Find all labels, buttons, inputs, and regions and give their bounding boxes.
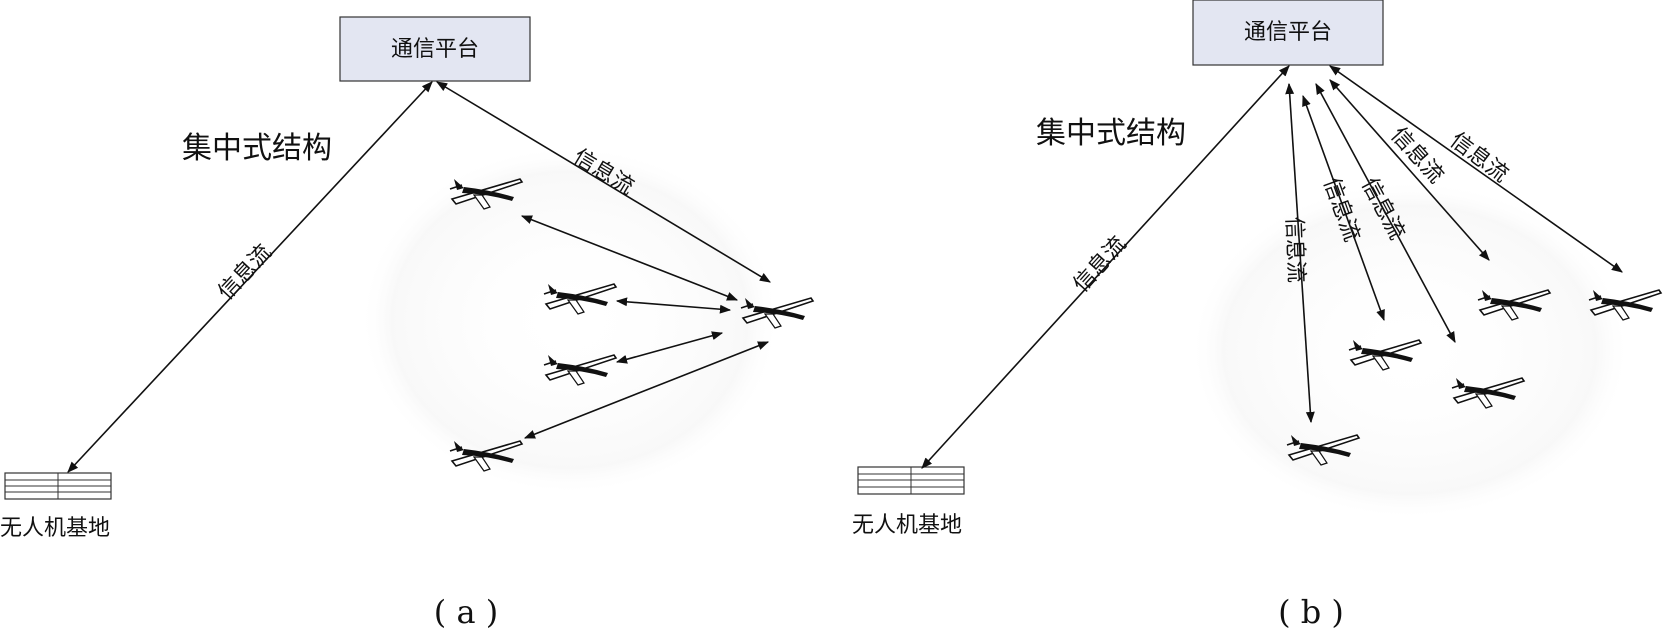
caption-b: ( b ) [1278, 593, 1344, 631]
flow-label-b-1: 信息流 [1069, 232, 1132, 298]
caption-a: ( a ) [434, 593, 498, 631]
comm-platform-a-label: 通信平台 [391, 37, 479, 62]
comm-platform-b-label: 通信平台 [1244, 20, 1332, 45]
uav-base-b [858, 467, 964, 494]
structure-label-b: 集中式结构 [1036, 116, 1186, 151]
uav-base-a-label: 无人机基地 [0, 516, 110, 541]
uav-base-a [5, 473, 111, 499]
flow-label-b-2: 信息流 [1281, 216, 1308, 283]
flow-label-b-6: 信息流 [1445, 128, 1513, 188]
structure-label-a: 集中式结构 [182, 131, 332, 166]
panel-b: 通信平台 集中式结构 无人机基地 信息流 信息流 信息流 信息流 信息流 信息流 [852, 0, 1661, 631]
comm-platform-a: 通信平台 [340, 17, 530, 81]
flow-label-a-1: 信息流 [214, 240, 277, 305]
panel-a: 通信平台 集中式结构 无人机基地 信息流 信息流 ( a ) [0, 17, 813, 631]
comm-platform-b: 通信平台 [1193, 0, 1383, 65]
uav-base-b-label: 无人机基地 [852, 513, 962, 538]
swarm-halo-a [360, 145, 780, 495]
